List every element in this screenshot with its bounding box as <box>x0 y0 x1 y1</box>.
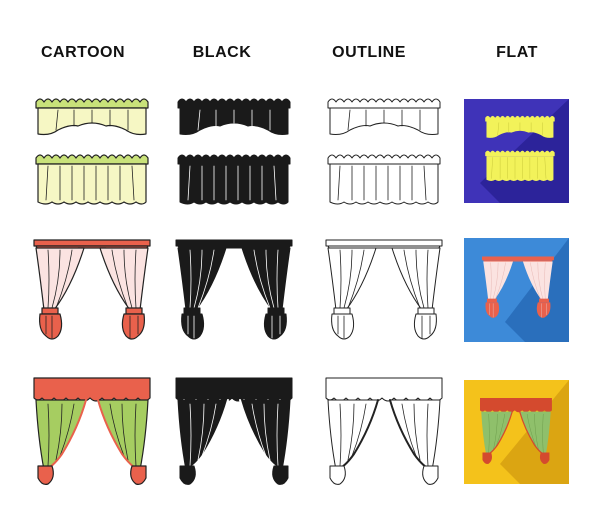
outline-theater-curtain-icon <box>325 377 443 485</box>
flat-theater-curtain-icon <box>480 398 552 464</box>
column-title-cartoon: CARTOON <box>40 44 126 61</box>
column-title-outline: OUTLINE <box>332 44 406 61</box>
cartoon-theater-curtain-icon <box>33 377 151 485</box>
black-valance-and-skirt-curtain-icon <box>177 98 291 205</box>
outline-valance-and-skirt-curtain-icon <box>327 98 441 205</box>
cartoon-valance-and-skirt-curtain-icon <box>35 98 149 205</box>
flat-tied-back-drapes-icon <box>482 256 554 318</box>
cartoon-tied-back-drapes-icon <box>33 239 151 340</box>
outline-tied-back-drapes-icon <box>325 239 443 340</box>
black-theater-curtain-icon <box>175 377 293 485</box>
column-title-black: BLACK <box>192 44 252 61</box>
black-tied-back-drapes-icon <box>175 239 293 340</box>
column-title-flat: FLAT <box>496 44 538 61</box>
flat-valance-and-skirt-curtain-icon <box>485 115 555 181</box>
